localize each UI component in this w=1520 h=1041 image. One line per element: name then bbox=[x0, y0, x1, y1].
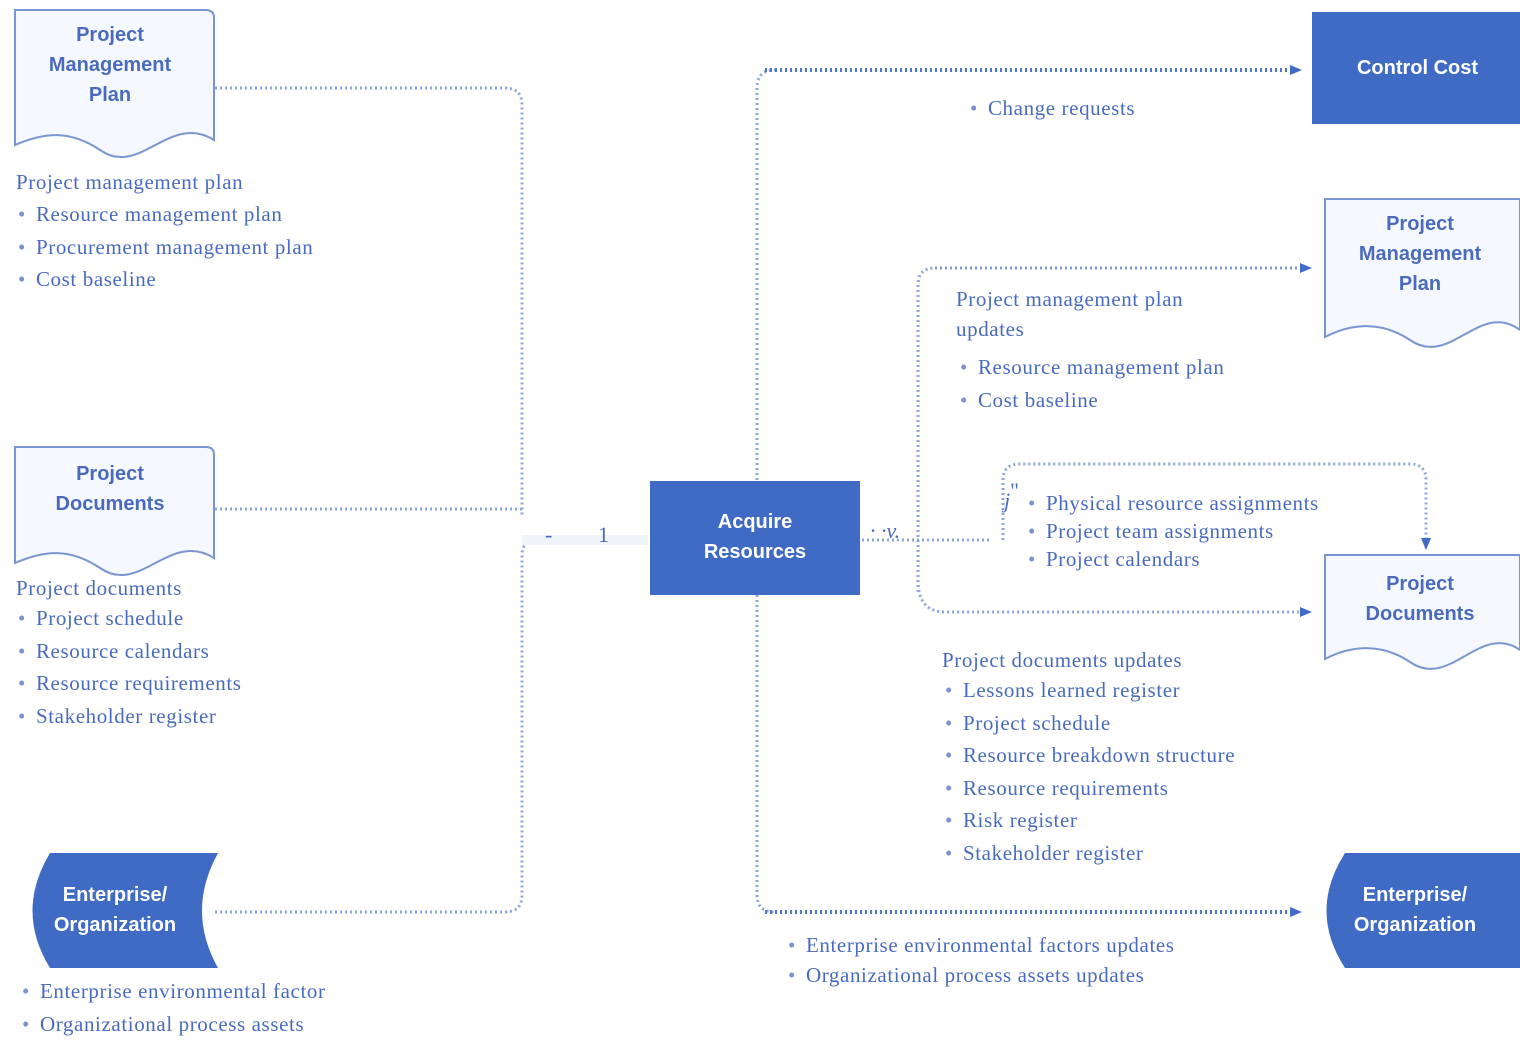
list-item: Resource requirements bbox=[18, 668, 242, 701]
input-enterprise-list: Enterprise environmental factor Organiza… bbox=[22, 976, 326, 1041]
connector-enterprise-in bbox=[215, 540, 538, 912]
list-item: Resource breakdown structure bbox=[945, 740, 1235, 773]
connector-trunk-up bbox=[757, 70, 775, 480]
list-item: Physical resource assignments bbox=[1028, 488, 1319, 516]
list-item: Cost baseline bbox=[18, 264, 313, 297]
input-pm-plan-heading: Project management plan bbox=[16, 167, 243, 197]
list-item: Project team assignments bbox=[1028, 516, 1319, 544]
output-pm-plan-label: Project Management Plan bbox=[1340, 209, 1500, 299]
process-label: Acquire Resources bbox=[675, 507, 835, 567]
list-item: Risk register bbox=[945, 805, 1235, 838]
input-pm-plan-list: Resource management plan Procurement man… bbox=[18, 199, 313, 297]
list-item: Resource requirements bbox=[945, 773, 1235, 806]
list-item: Stakeholder register bbox=[18, 701, 242, 734]
list-item: Project schedule bbox=[18, 603, 242, 636]
list-item: Project calendars bbox=[1028, 544, 1319, 572]
j-mark: j bbox=[1004, 488, 1010, 514]
list-item: Organizational process assets updates bbox=[788, 960, 1175, 990]
input-docs-heading: Project documents bbox=[16, 573, 182, 603]
output-docs-list: Lessons learned register Project schedul… bbox=[945, 675, 1235, 870]
list-item: Change requests bbox=[970, 93, 1135, 126]
list-item: Enterprise environmental factors updates bbox=[788, 930, 1175, 960]
list-item: Organizational process assets bbox=[22, 1009, 326, 1041]
connector-branch-lower bbox=[918, 580, 1310, 612]
merge-dash-mark: - bbox=[545, 522, 552, 548]
input-pm-plan-label: Project Management Plan bbox=[30, 20, 190, 110]
list-item: Stakeholder register bbox=[945, 838, 1235, 871]
output-pm-plan-heading: Project management plan updates bbox=[956, 284, 1256, 344]
output-enterprise-label: Enterprise/ Organization bbox=[1335, 880, 1495, 940]
list-item: Cost baseline bbox=[960, 385, 1224, 418]
quote-mark: " bbox=[1010, 478, 1019, 504]
output-docs-heading: Project documents updates bbox=[942, 645, 1182, 675]
list-item: Lessons learned register bbox=[945, 675, 1235, 708]
output-control-cost-list: Change requests bbox=[970, 93, 1135, 126]
input-docs-list: Project schedule Resource calendars Reso… bbox=[18, 603, 242, 733]
output-docs-label: Project Documents bbox=[1350, 569, 1490, 629]
output-pm-plan-list: Resource management plan Cost baseline bbox=[960, 352, 1224, 417]
list-item: Resource management plan bbox=[18, 199, 313, 232]
list-item: Enterprise environmental factor bbox=[22, 976, 326, 1009]
list-item: Project schedule bbox=[945, 708, 1235, 741]
connector-trunk-down bbox=[757, 595, 775, 912]
output-assignments-list: Physical resource assignments Project te… bbox=[1028, 488, 1319, 572]
input-enterprise-label: Enterprise/ Organization bbox=[35, 880, 195, 940]
merge-one-mark: 1 bbox=[598, 522, 609, 548]
v-mark: · ·v. bbox=[870, 518, 900, 544]
list-item: Resource calendars bbox=[18, 636, 242, 669]
list-item: Procurement management plan bbox=[18, 232, 313, 265]
output-enterprise-list: Enterprise environmental factors updates… bbox=[788, 930, 1175, 990]
connector-branch-vertical bbox=[918, 268, 935, 592]
list-item: Resource management plan bbox=[960, 352, 1224, 385]
connector-pm-plan-in bbox=[215, 88, 522, 515]
input-docs-label: Project Documents bbox=[40, 459, 180, 519]
output-control-cost-label: Control Cost bbox=[1320, 53, 1515, 83]
